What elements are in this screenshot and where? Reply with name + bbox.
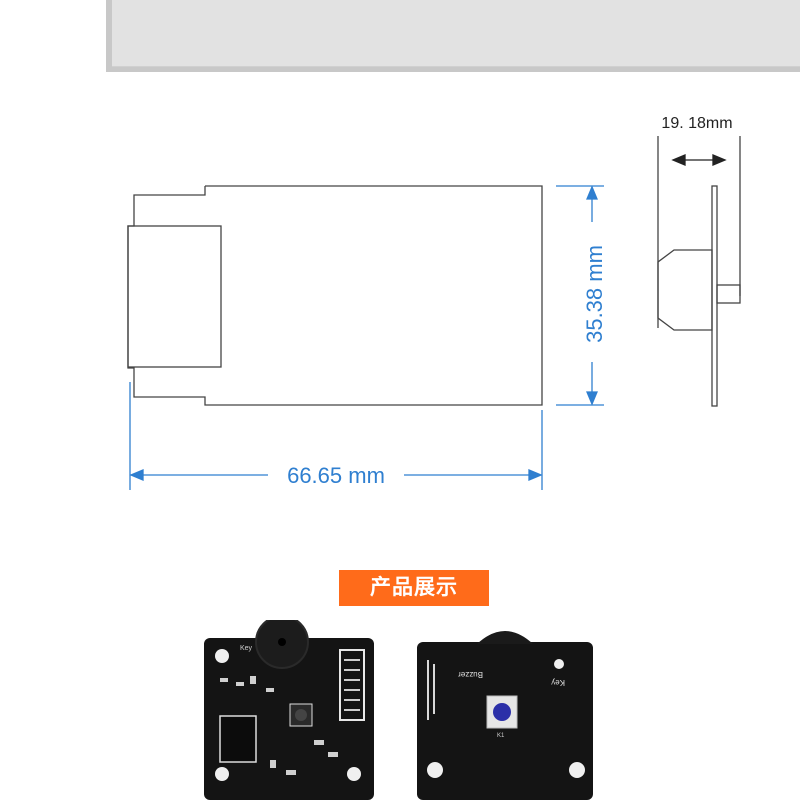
mount-hole-icon [427, 762, 443, 778]
mount-hole-icon [215, 649, 229, 663]
module-body-outline [127, 185, 543, 406]
section-title-product-display: 产品展示 [339, 570, 489, 606]
top-panel-surface [112, 0, 800, 67]
mount-hole-icon [215, 767, 229, 781]
dimension-drawing: 35.38 mm 66.65 mm 19. 18mm [127, 115, 741, 490]
module-window [127, 225, 222, 368]
side-view [657, 136, 741, 407]
board-front-key-label: Key [240, 645, 253, 652]
mount-hole-icon [347, 767, 361, 781]
front-view [127, 185, 543, 406]
side-view-connector [716, 284, 741, 304]
width-dimension [129, 382, 543, 490]
depth-dimension [671, 154, 727, 166]
board-back-buzzer-label: Buzzer [458, 670, 483, 679]
board-back-photo: Buzzer Key K1 [417, 631, 593, 800]
board-back-switch-label: K1 [497, 733, 505, 739]
connector-header [339, 649, 365, 721]
switch-button [493, 703, 511, 721]
side-view-housing [657, 249, 713, 331]
board-front-photo: Key [204, 620, 374, 800]
mount-hole-icon [554, 659, 564, 669]
width-dimension-label: 66.65 mm [287, 463, 385, 488]
height-dimension [556, 185, 604, 406]
mount-hole-icon [569, 762, 585, 778]
buzzer-edge [477, 631, 533, 644]
board-back-key-label: Key [551, 678, 565, 687]
depth-dimension-label: 19. 18mm [661, 115, 732, 132]
height-dimension-label: 35.38 mm [582, 245, 607, 343]
ic-chip [219, 715, 257, 763]
side-view-plate [711, 185, 718, 407]
